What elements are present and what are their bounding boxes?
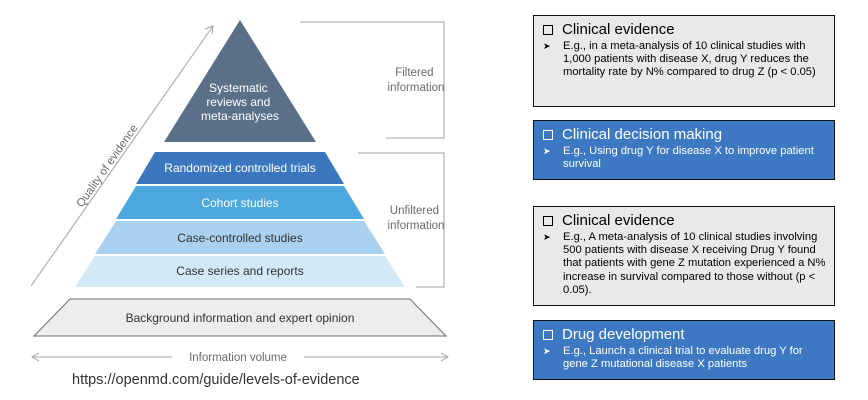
clinical-evidence-box-1: Clinical evidence ➤ E.g., in a meta-analy… xyxy=(533,15,835,107)
tier-label-systematic-reviews: Systematic reviews and meta-analyses xyxy=(201,81,279,123)
bracket-filtered xyxy=(300,21,445,139)
arrow-bullet-icon: ➤ xyxy=(543,346,551,356)
tier-label-cohort: Cohort studies xyxy=(201,196,278,210)
tier-label-case-series: Case series and reports xyxy=(176,264,303,278)
tier-background-information xyxy=(32,298,448,337)
information-volume-label: Information volume xyxy=(189,352,287,364)
quality-arrow-head xyxy=(204,25,214,35)
clinical-evidence-box-2: Clinical evidence ➤ E.g., A meta-analysis… xyxy=(533,206,835,306)
arrow-bullet-icon: ➤ xyxy=(543,232,551,242)
tier-cohort-studies xyxy=(116,186,364,219)
drug-development-box: Drug development ➤ E.g., Launch a clinica… xyxy=(533,320,835,380)
tier-systematic-reviews xyxy=(164,20,316,142)
bracket-unfiltered xyxy=(358,152,445,288)
tier-label-rct: Randomized controlled trials xyxy=(164,161,315,175)
bracket-filtered-label: Filtered information xyxy=(388,67,445,94)
source-url: https://openmd.com/guide/levels-of-evide… xyxy=(72,372,360,388)
arrow-bullet-icon: ➤ xyxy=(543,146,551,156)
tier-label-background: Background information and expert opinio… xyxy=(126,311,355,325)
checkbox-icon xyxy=(543,329,553,340)
box-body-text: E.g., in a meta-analysis of 10 clinical … xyxy=(563,40,816,79)
arrow-bullet-icon: ➤ xyxy=(543,41,551,51)
checkbox-icon xyxy=(543,129,553,140)
box-title: Clinical evidence xyxy=(562,21,675,38)
tier-label-case-controlled: Case-controlled studies xyxy=(177,231,302,245)
volume-arrow-right-head xyxy=(440,352,450,362)
box-body-text: E.g., Launch a clinical trial to evaluat… xyxy=(563,345,803,371)
tier-case-series-reports xyxy=(75,256,405,287)
checkbox-icon xyxy=(543,215,553,226)
box-title: Clinical evidence xyxy=(562,212,675,229)
tier-case-controlled-studies xyxy=(95,221,385,254)
box-title: Clinical decision making xyxy=(562,126,723,143)
tier-randomized-controlled-trials xyxy=(136,152,344,184)
box-title: Drug development xyxy=(562,326,685,343)
box-body-text: E.g., Using drug Y for disease X to impr… xyxy=(563,145,814,171)
clinical-decision-making-box: Clinical decision making ➤ E.g., Using dr… xyxy=(533,120,835,180)
volume-arrow-left-head xyxy=(30,352,40,362)
checkbox-icon xyxy=(543,24,553,35)
bracket-unfiltered-label: Unfiltered information xyxy=(388,205,445,232)
box-body-text: E.g., A meta-analysis of 10 clinical stu… xyxy=(563,231,826,296)
quality-arrow-line xyxy=(30,25,214,287)
